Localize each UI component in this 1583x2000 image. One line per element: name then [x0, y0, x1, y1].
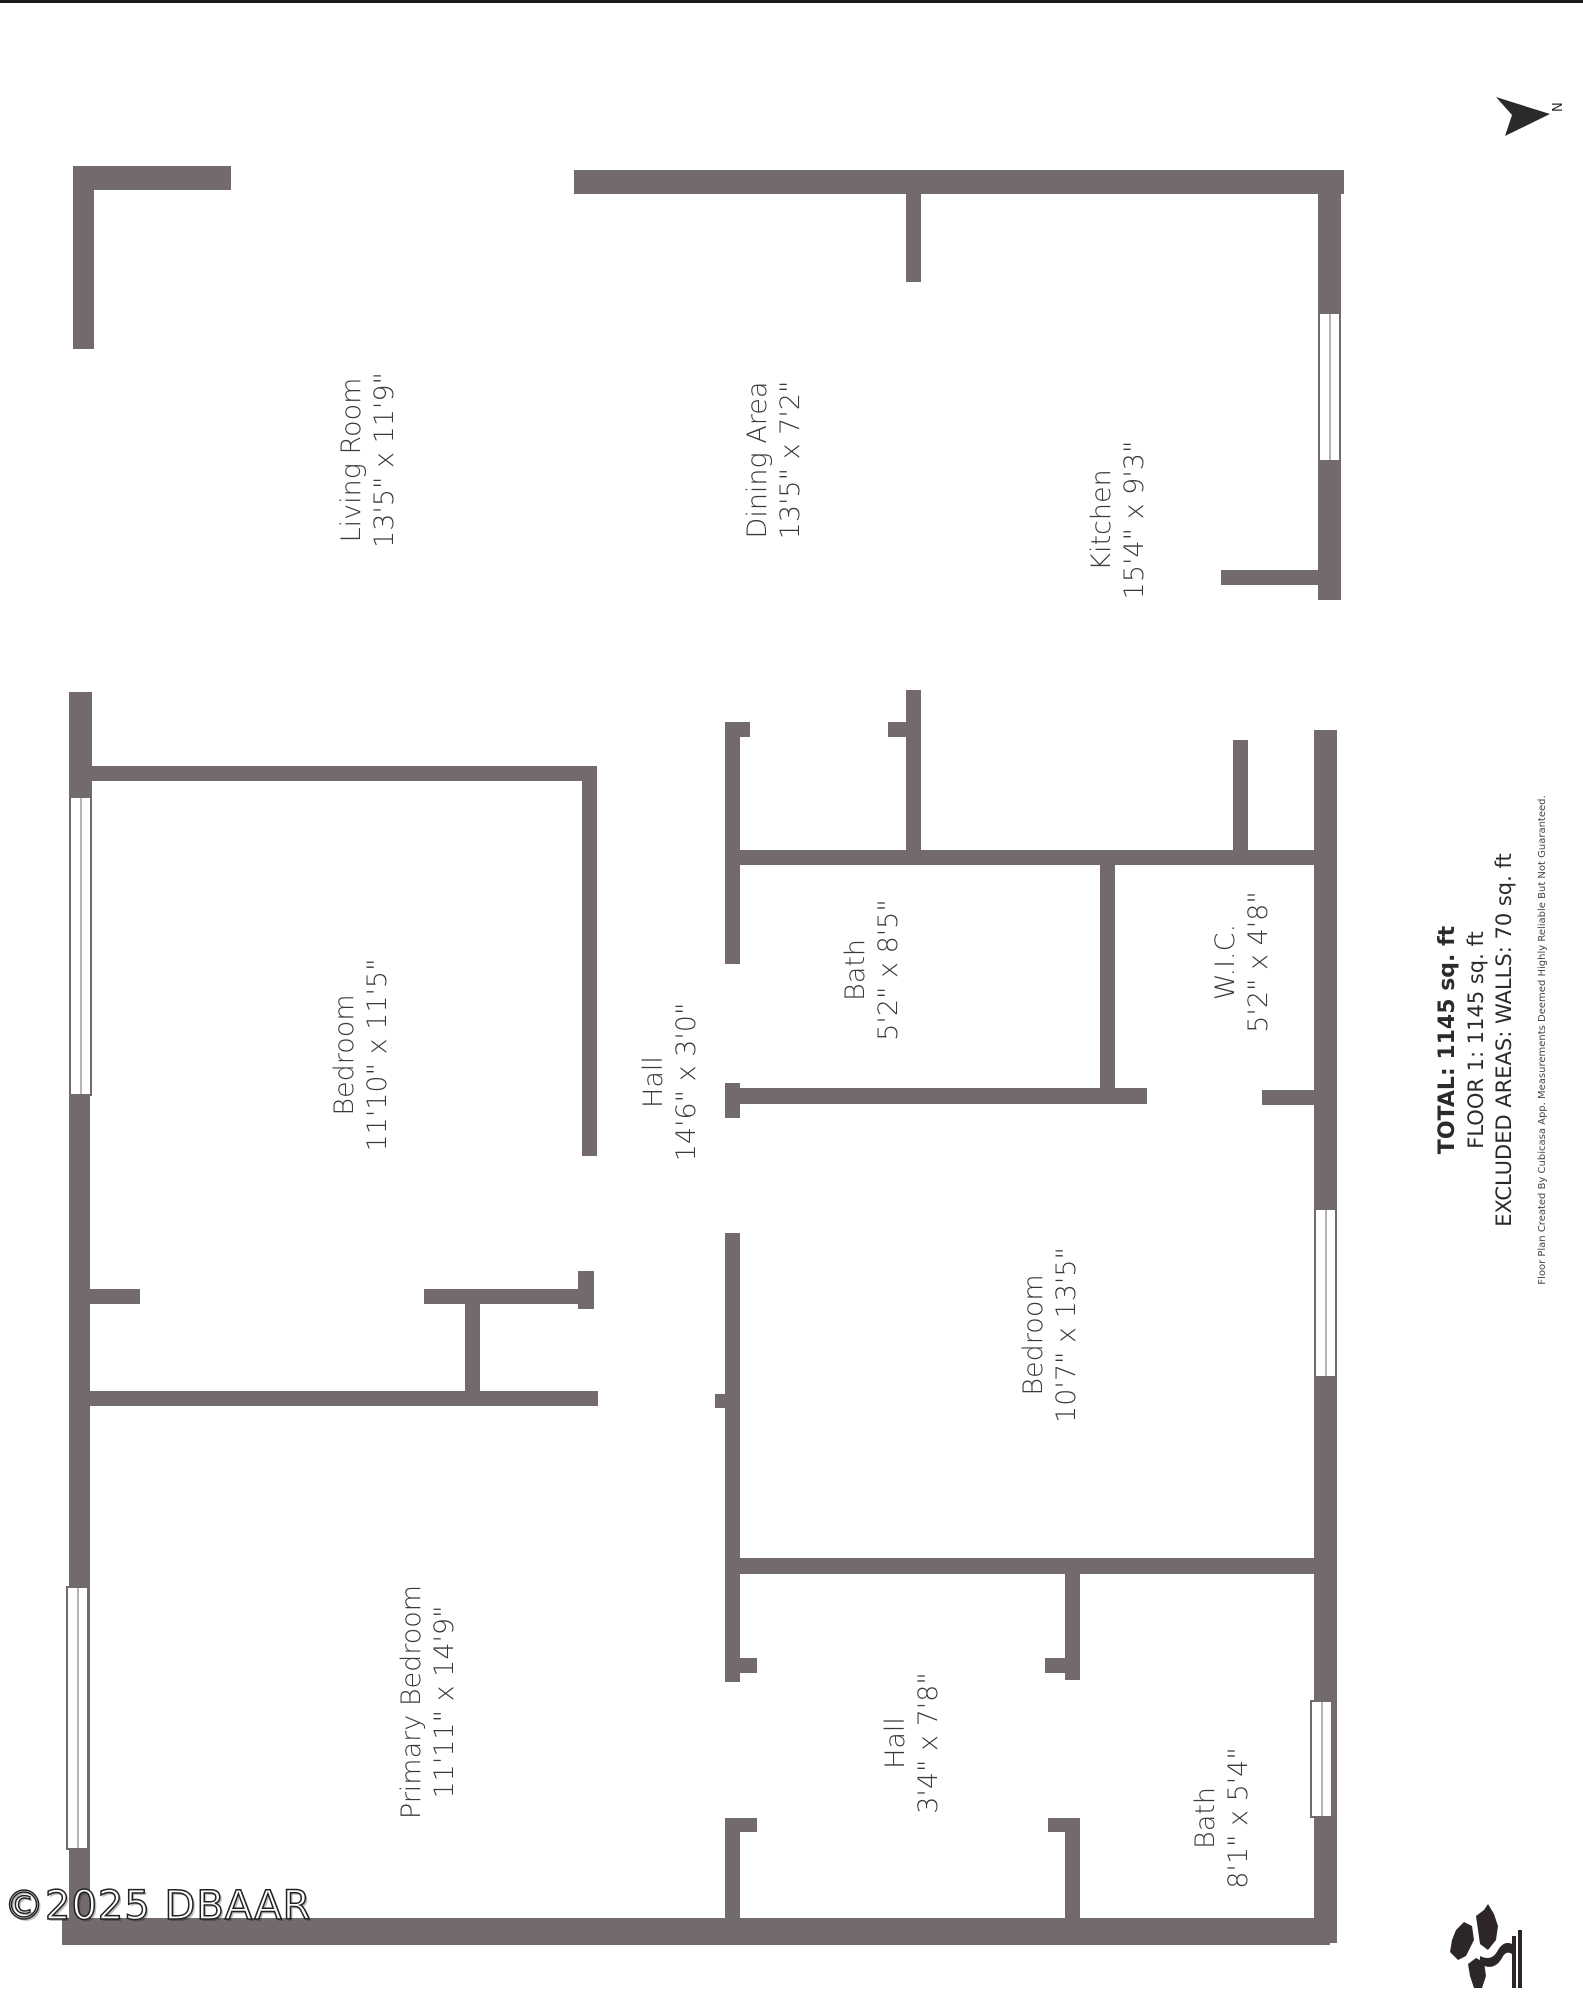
room-label-living-room: Living Room 13'5" x 11'9"	[335, 372, 401, 548]
wall-lower-hall-left-bottom	[725, 1818, 740, 1928]
total-area: TOTAL: 1145 sq. ft	[1435, 925, 1460, 1155]
room-label-dining-area: Dining Area 13'5" x 7'2"	[741, 381, 807, 540]
wall-bedroom1-bottom-right	[424, 1289, 582, 1304]
top-border-line	[0, 0, 1583, 3]
room-label-wic: W.I.C. 5'2" x 4'8"	[1209, 891, 1275, 1033]
excluded-areas: EXCLUDED AREAS: WALLS: 70 sq. ft	[1492, 853, 1516, 1227]
wall-bath-top	[725, 850, 1317, 865]
wall-bedroom1-right-stub	[578, 1271, 594, 1309]
north-arrow-icon: N	[1492, 82, 1567, 142]
room-label-primary-bedroom: Primary Bedroom 11'11" x 14'9"	[395, 1585, 461, 1819]
wall-right-inner-top	[1314, 730, 1337, 744]
wall-hall-left-upper	[725, 722, 740, 964]
room-name: Living Room	[336, 377, 367, 543]
wall-lower-hall-stub-left-bottom	[725, 1818, 757, 1832]
room-name: Dining Area	[742, 381, 773, 539]
window-primary-bedroom	[66, 1586, 89, 1850]
room-name: Primary Bedroom	[396, 1584, 427, 1820]
wall-lower-hall-stub-right	[1045, 1658, 1070, 1673]
disclaimer-text: Floor Plan Created By Cubicasa App. Meas…	[1537, 795, 1548, 1285]
wall-hall-closet-top-right	[888, 722, 913, 737]
room-dimensions: 14'6" x 3'0"	[671, 1002, 702, 1162]
room-dimensions: 8'1" x 5'4"	[1223, 1747, 1254, 1889]
wall-bedroom2-left-stub	[715, 1394, 727, 1408]
copyright-watermark: ©2025 DBAAR	[3, 1882, 312, 1930]
room-dimensions: 15'4" x 9'3"	[1119, 440, 1150, 600]
wall-top-right	[574, 170, 1344, 194]
room-name: Bath	[1190, 1787, 1221, 1849]
window-bath-2	[1310, 1700, 1333, 1818]
wall-lower-hall-stub-left	[725, 1658, 757, 1673]
wall-wic-bottom	[1262, 1090, 1317, 1105]
wall-hall-closet-top-left	[725, 722, 750, 737]
room-name: Bedroom	[1018, 1274, 1049, 1396]
wall-wic-stub	[1233, 740, 1248, 855]
room-name: Hall	[638, 1056, 669, 1108]
room-label-hall-lower: Hall 3'4" x 7'8"	[879, 1672, 945, 1814]
wall-closet-bottom	[90, 1391, 598, 1406]
wall-bedroom2-bottom	[725, 1558, 1317, 1574]
window-kitchen	[1318, 312, 1341, 462]
wall-hall-left-stub	[725, 1083, 740, 1118]
floor-1-area: FLOOR 1: 1145 sq. ft	[1464, 931, 1488, 1149]
wall-bedroom1-bottom-left	[90, 1289, 140, 1304]
room-dimensions: 11'10" x 11'5"	[362, 958, 393, 1152]
room-label-bath-1: Bath 5'2" x 8'5"	[839, 899, 905, 1041]
wall-lower-hall-stub-right-bottom	[1048, 1818, 1070, 1832]
wall-closet-divider	[465, 1304, 480, 1394]
room-label-bedroom-1: Bedroom 11'10" x 11'5"	[328, 958, 394, 1151]
wall-left-upper	[73, 166, 94, 349]
wall-kitchen-divider-bottom	[906, 690, 921, 850]
room-name: Bedroom	[329, 994, 360, 1116]
room-dimensions: 13'5" x 11'9"	[369, 372, 400, 548]
room-label-bath-2: Bath 8'1" x 5'4"	[1189, 1747, 1255, 1889]
room-dimensions: 10'7" x 13'5"	[1051, 1247, 1082, 1423]
room-dimensions: 3'4" x 7'8"	[913, 1672, 944, 1814]
bonsai-tree-logo-icon	[1436, 1900, 1528, 1990]
wall-lower-hall-left-top	[725, 1574, 740, 1682]
wall-left-mid	[69, 692, 92, 800]
window-bedroom-2	[1314, 1208, 1337, 1378]
window-bedroom-1	[69, 796, 92, 1096]
room-dimensions: 13'5" x 7'2"	[775, 380, 806, 540]
area-summary: TOTAL: 1145 sq. ft FLOOR 1: 1145 sq. ft …	[1434, 795, 1550, 1284]
room-label-hall-main: Hall 14'6" x 3'0"	[637, 1003, 703, 1162]
wall-lower-hall-right-top	[1065, 1574, 1080, 1680]
wall-bath-wic-divider	[1100, 865, 1115, 1090]
wall-bath-bottom	[725, 1088, 1147, 1104]
room-name: Kitchen	[1086, 469, 1117, 571]
wall-bedroom1-right	[582, 766, 597, 1156]
wall-top-left	[73, 166, 231, 190]
compass-label: N	[1551, 102, 1566, 112]
room-label-bedroom-2: Bedroom 10'7" x 13'5"	[1017, 1247, 1083, 1423]
wall-bottom	[62, 1918, 1330, 1945]
room-dimensions: 5'2" x 8'5"	[873, 899, 904, 1041]
wall-kitchen-divider-top	[906, 190, 921, 282]
room-label-kitchen: Kitchen 15'4" x 9'3"	[1085, 441, 1151, 600]
room-name: W.I.C.	[1210, 923, 1241, 1001]
wall-bedroom1-top	[90, 766, 596, 781]
room-dimensions: 5'2" x 4'8"	[1243, 891, 1274, 1033]
wall-kitchen-counter	[1221, 570, 1321, 585]
wall-bedroom2-left	[725, 1233, 740, 1567]
room-name: Hall	[880, 1717, 911, 1769]
wall-lower-hall-right-bottom	[1065, 1818, 1080, 1928]
room-dimensions: 11'11" x 14'9"	[429, 1605, 460, 1799]
room-name: Bath	[840, 939, 871, 1001]
